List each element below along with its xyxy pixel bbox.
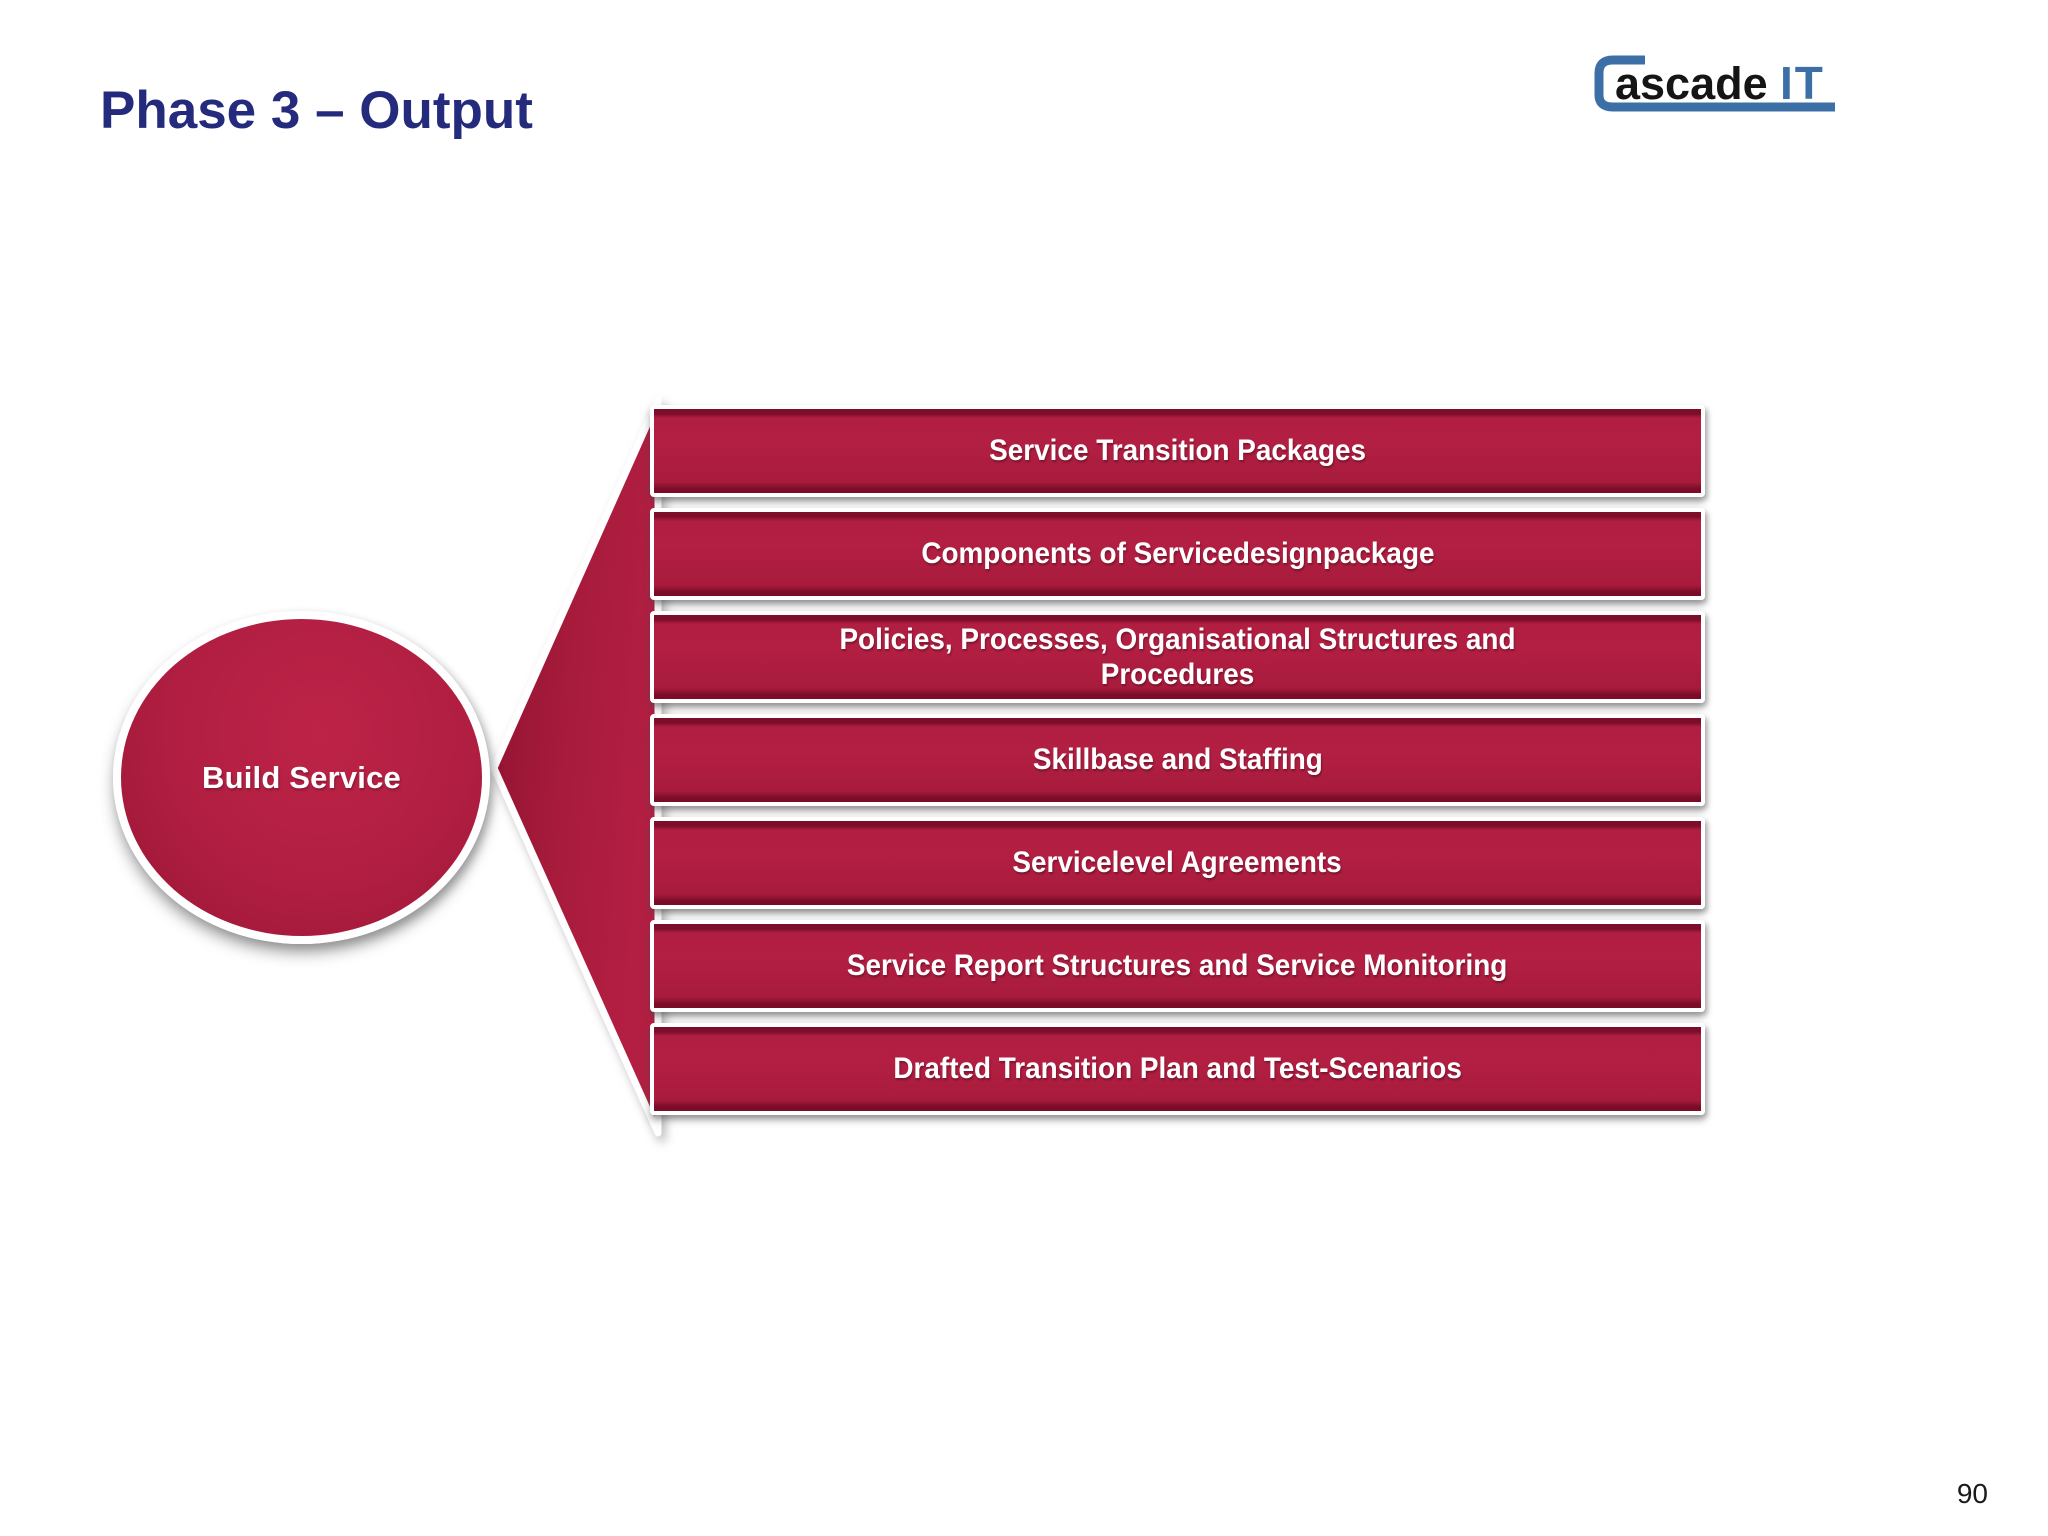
output-bar-label: Skillbase and Staffing xyxy=(1032,743,1323,777)
page-title: Phase 3 – Output xyxy=(100,81,533,140)
logo-c-bracket-icon xyxy=(1594,55,1835,112)
page-number: 90 xyxy=(1956,1478,1988,1509)
logo-text-ascade: ascade xyxy=(1615,58,1768,109)
output-bar-label: Service Transition Packages xyxy=(989,434,1366,468)
output-bar-label: Servicelevel Agreements xyxy=(1012,846,1343,880)
cascade-it-logo: ascade IT xyxy=(1594,55,1835,112)
output-bar-label: Drafted Transition Plan and Test-Scenari… xyxy=(893,1052,1462,1086)
output-bar-drafted-transition-plan: Drafted Transition Plan and Test-Scenari… xyxy=(650,1023,1705,1115)
output-bar-label: Service Report Structures and Service Mo… xyxy=(847,949,1508,983)
output-bar-skillbase-and-staffing: Skillbase and Staffing xyxy=(650,714,1705,806)
build-service-circle: Build Service xyxy=(113,611,490,944)
output-bar-label: Components of Servicedesignpackage xyxy=(920,537,1435,571)
output-bar-policies-processes-structures: Policies, Processes, Organisational Stru… xyxy=(650,611,1705,703)
build-service-label: Build Service xyxy=(201,759,401,795)
output-bar-servicelevel-agreements: Servicelevel Agreements xyxy=(650,817,1705,909)
left-pointing-arrow-shape xyxy=(490,396,662,1137)
output-bar-service-report-structures: Service Report Structures and Service Mo… xyxy=(650,920,1705,1012)
arrow-triangle xyxy=(490,396,662,1137)
output-bar-service-transition-packages: Service Transition Packages xyxy=(650,405,1705,497)
output-bar-components-of-servicedesignpackage: Components of Servicedesignpackage xyxy=(650,508,1705,600)
logo-text-it: IT xyxy=(1780,57,1825,109)
output-bar-label: Policies, Processes, Organisational Stru… xyxy=(839,622,1516,691)
